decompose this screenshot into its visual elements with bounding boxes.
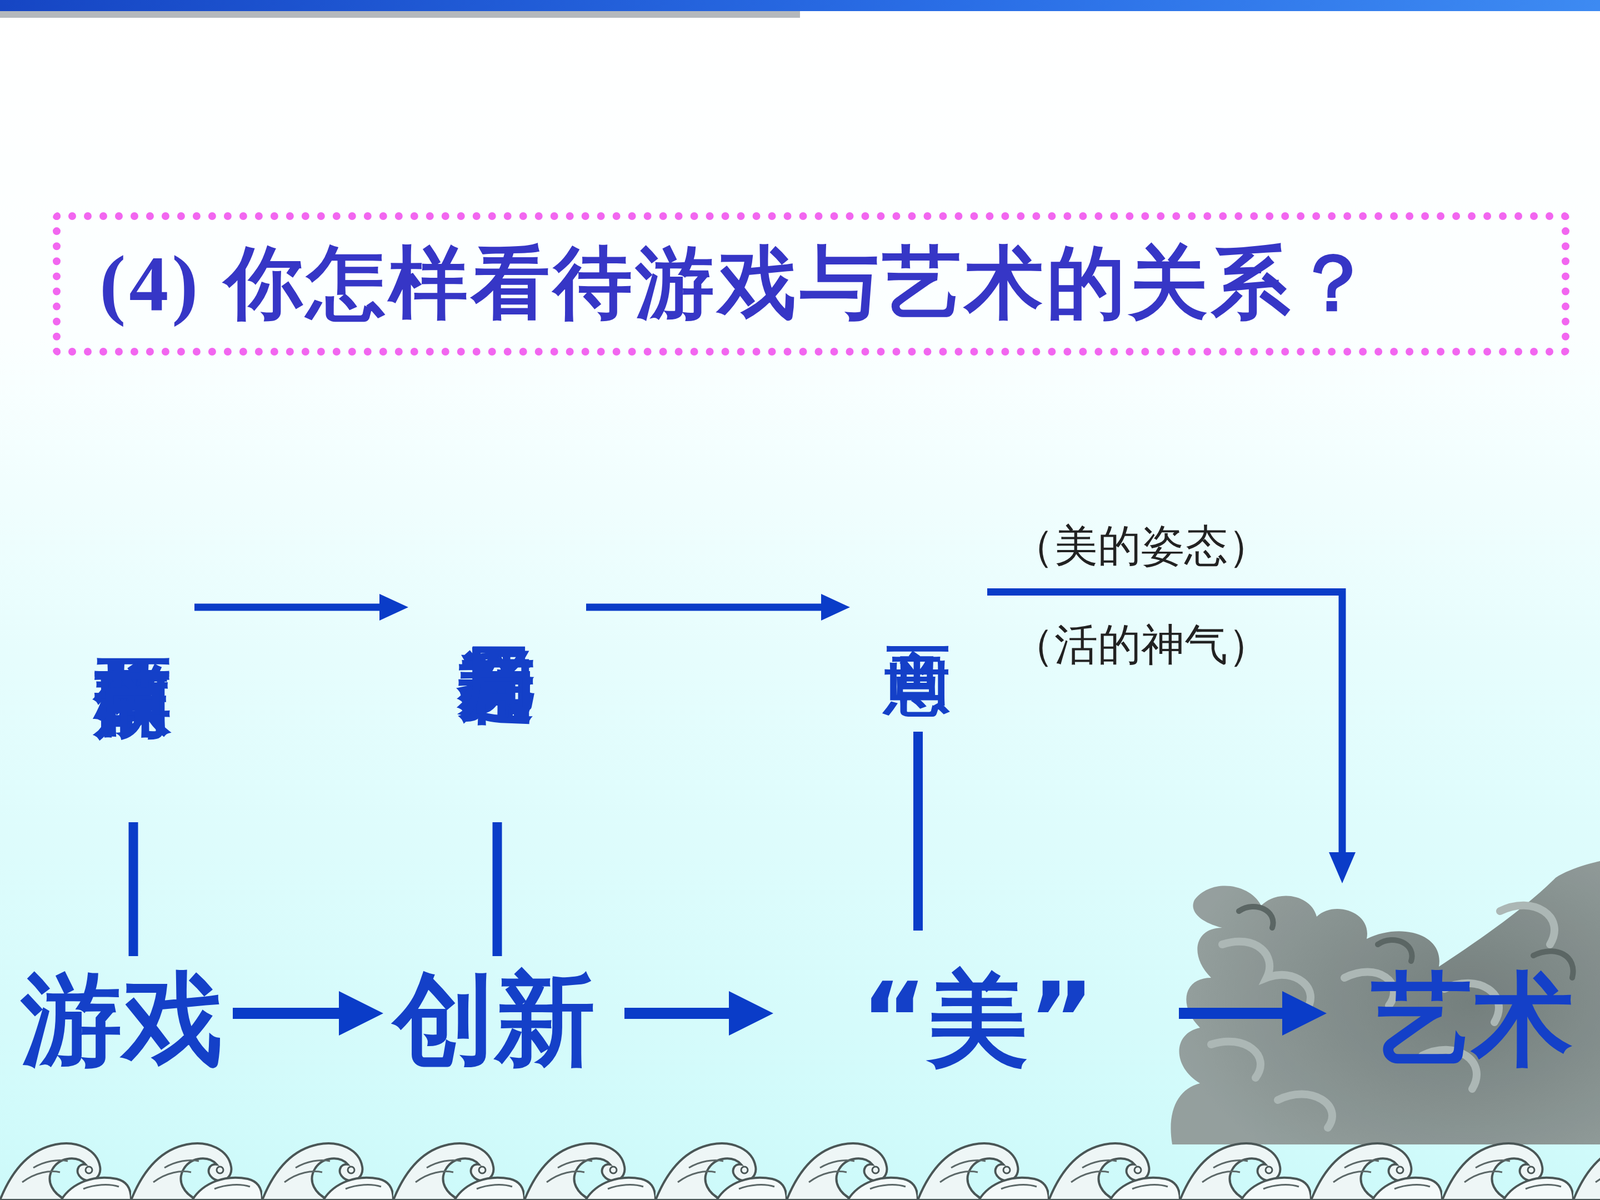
title-text: (4) 你怎样看待游戏与艺术的关系？ [99, 230, 1376, 338]
arrow-head [1282, 991, 1327, 1036]
dragon-cloud [1170, 861, 1600, 1145]
node-text: 游戏 [21, 968, 224, 1070]
stage-label: 游戏 [16, 963, 228, 1075]
node-text: 艺术 [1371, 968, 1574, 1070]
connector-arrow [1178, 991, 1327, 1036]
annotation-text: （活的神气） [1011, 621, 1272, 669]
process-step: 选择和布局 [458, 388, 537, 784]
connector-line [128, 822, 139, 957]
connector-arrow [917, 731, 919, 931]
node-text: 创新 [393, 968, 596, 1070]
connector-arrow [987, 592, 1356, 884]
connector-line [232, 1007, 340, 1019]
connector-arrow [133, 822, 134, 957]
connector-line [987, 592, 1343, 854]
connector-arrow [194, 593, 409, 621]
edge-label: （美的姿态） [1011, 522, 1272, 570]
stage-label: “美” [866, 963, 1089, 1075]
top-bar-shadow [0, 11, 800, 18]
connector-line [1178, 1007, 1284, 1019]
arrow-head [1328, 852, 1356, 884]
connector-line [586, 603, 823, 612]
connector-arrow [586, 593, 850, 621]
arrow-head [338, 991, 384, 1036]
process-step: 画意 [883, 527, 953, 664]
wave-border [0, 1116, 1600, 1200]
connector-arrow [232, 991, 384, 1036]
connector-line [194, 603, 381, 612]
title-box: (4) 你怎样看待游戏与艺术的关系？ [52, 212, 1570, 356]
top-bar [0, 0, 1600, 12]
node-text: “美” [860, 968, 1095, 1070]
stage-label: 艺术 [1361, 963, 1584, 1075]
connector-line [624, 1007, 730, 1019]
stage-label: 创新 [383, 963, 606, 1075]
arrow-head [379, 593, 409, 621]
arrow-head [728, 991, 774, 1036]
connector-line [492, 822, 503, 957]
process-step: 依样画葫芦 [94, 400, 173, 800]
connector-line [913, 731, 923, 931]
connector-arrow [497, 822, 498, 957]
connector-arrow [624, 991, 774, 1036]
arrow-head [821, 593, 850, 621]
